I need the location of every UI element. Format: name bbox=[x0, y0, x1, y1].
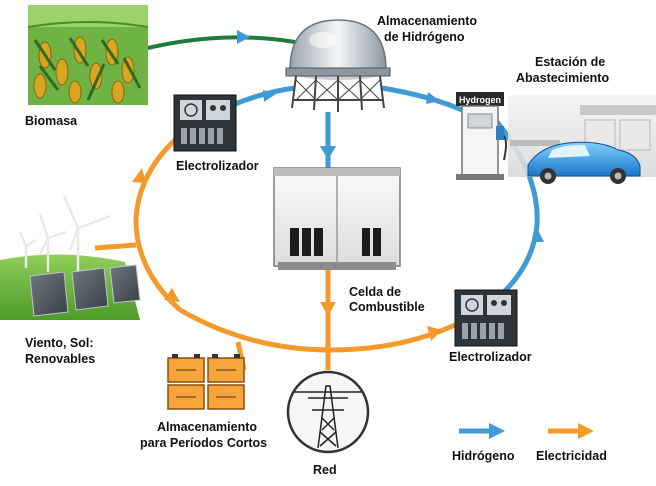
electrolyzer-top-label: Electrolizador bbox=[176, 159, 259, 173]
electrolyzer-top-unit bbox=[173, 94, 237, 152]
flow-arrowhead bbox=[132, 168, 146, 183]
flow-arrowhead bbox=[320, 302, 336, 316]
electrolyzer-bottom-unit bbox=[454, 289, 518, 347]
station-label-line2: Abastecimiento bbox=[516, 71, 610, 85]
legend-electricity-label: Electricidad bbox=[536, 449, 607, 463]
biomass-label: Biomasa bbox=[25, 114, 78, 128]
legend-hydrogen-label: Hidrógeno bbox=[452, 449, 515, 463]
short-storage-label-line1: Almacenamiento bbox=[157, 420, 258, 434]
flow-arrowhead bbox=[532, 228, 544, 242]
flow-arrowhead bbox=[426, 92, 440, 104]
flow-arrowhead bbox=[263, 90, 276, 102]
fuel-cell-unit bbox=[273, 167, 401, 270]
fuel-cell-label-line1: Celda de bbox=[349, 285, 402, 299]
grid-label: Red bbox=[313, 463, 337, 477]
hydrogen-storage-tank bbox=[285, 19, 391, 112]
renewables-label-line1: Viento, Sol: bbox=[25, 336, 94, 350]
battery-storage bbox=[167, 354, 245, 410]
flow-arrowhead bbox=[164, 288, 180, 302]
flow-arrowhead bbox=[427, 326, 442, 341]
hydrogen-storage-label-line1: Almacenamiento bbox=[377, 14, 478, 28]
station-label-line1: Estación de bbox=[535, 55, 606, 69]
hydrogen-storage-label-line2: de Hidrógeno bbox=[384, 30, 465, 44]
fuel-cell-label-line2: Combustible bbox=[349, 300, 425, 314]
renewables-label-line2: Renovables bbox=[25, 352, 96, 366]
pump-sign-text: Hydrogen bbox=[459, 95, 501, 105]
electrolyzer-bottom-label: Electrolizador bbox=[449, 350, 532, 364]
renewables-wind-solar bbox=[0, 195, 141, 320]
flow-arrowhead bbox=[237, 30, 250, 44]
electricity-loop bbox=[94, 138, 457, 371]
legend-hydrogen-arrow bbox=[459, 423, 505, 439]
biomass-corn-field bbox=[27, 5, 149, 105]
hydrogen-pump: Hydrogen bbox=[456, 92, 507, 180]
legend-electricity-arrow bbox=[548, 423, 594, 439]
hydrogen-car bbox=[527, 141, 641, 184]
power-grid bbox=[286, 370, 370, 454]
flow-arrowhead bbox=[320, 146, 336, 160]
short-storage-label-line2: para Períodos Cortos bbox=[140, 436, 268, 450]
